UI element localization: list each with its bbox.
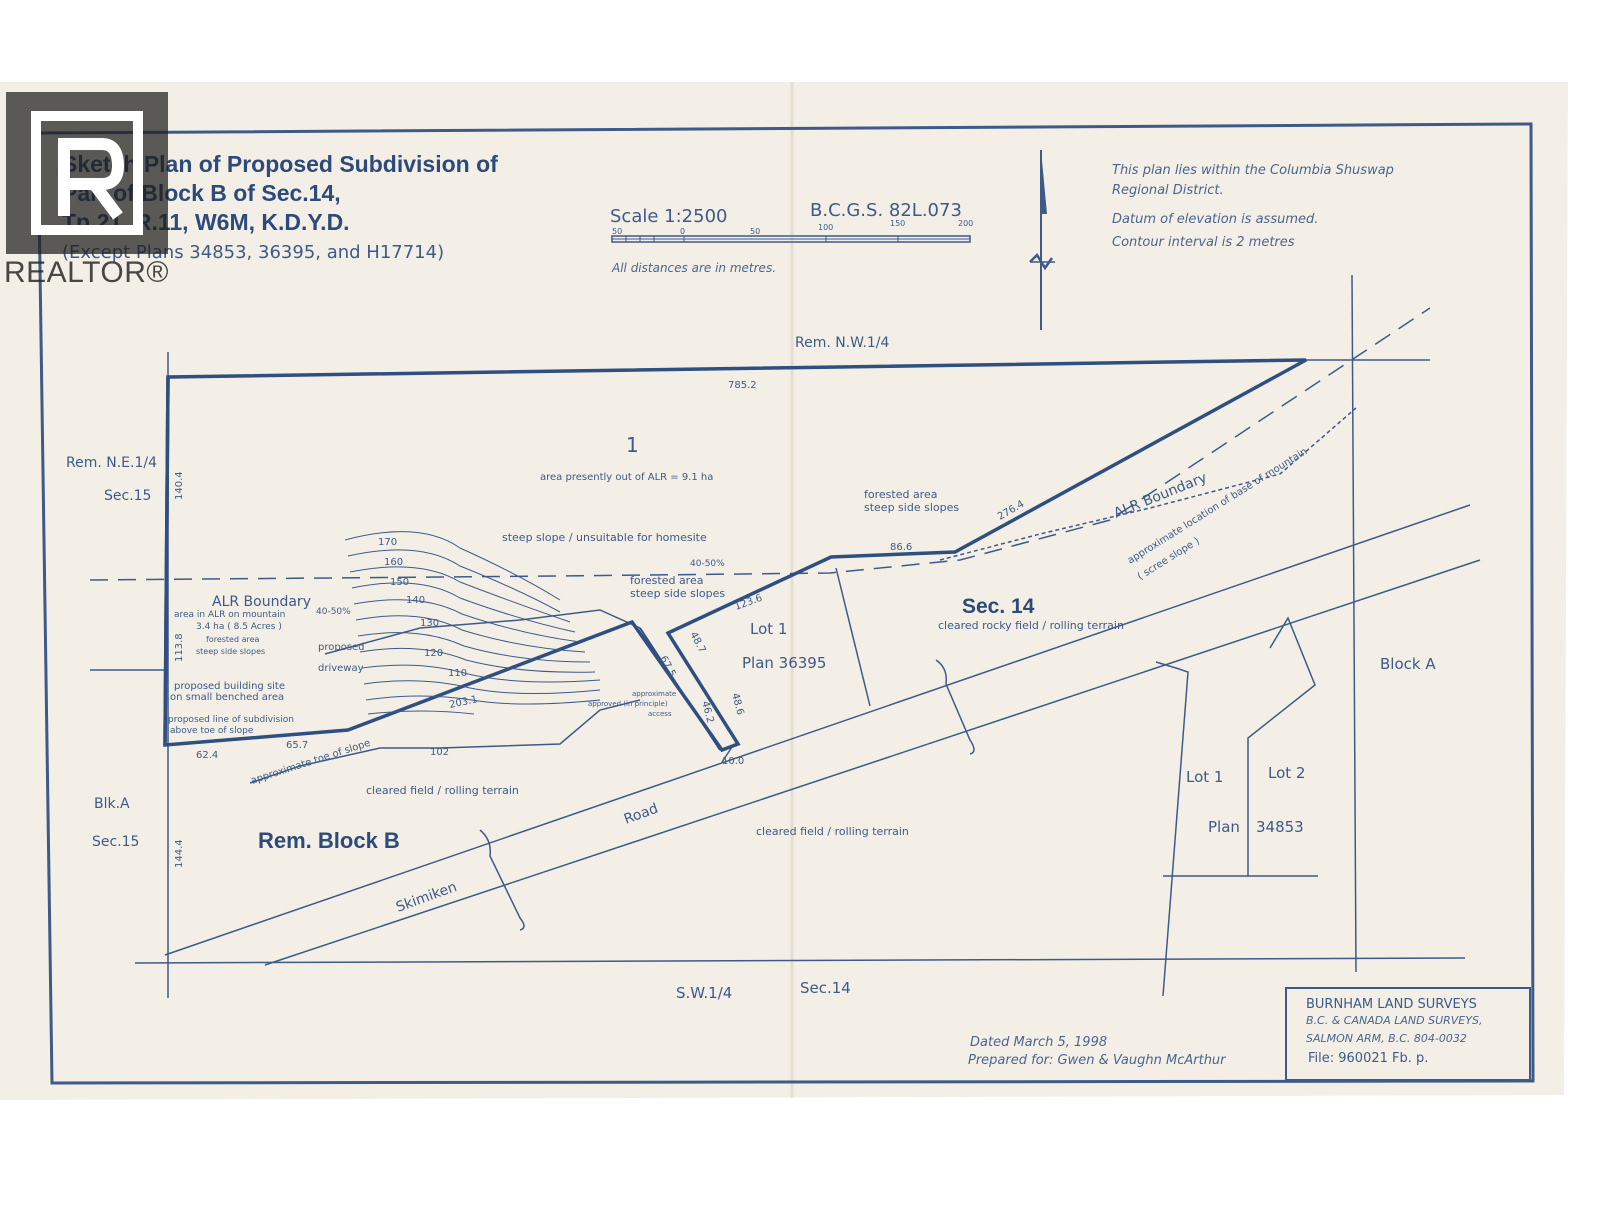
scale-bar [611, 235, 971, 243]
units-note: All distances are in metres. [611, 261, 776, 275]
section-lines [90, 274, 1481, 998]
note-forested-ne: forested area [864, 488, 937, 501]
dim-144: 144.4 [174, 839, 185, 868]
scale-tick-3: 50 [750, 227, 760, 236]
note-steep-mid: steep side slopes [630, 587, 725, 600]
note-pct-2: 40-50% [316, 607, 351, 617]
note-cleared-left: cleared field / rolling terrain [366, 784, 519, 797]
realtor-logo-icon [6, 92, 168, 254]
scale-tick-4: 100 [818, 223, 833, 232]
realtor-text: REALTOR® [4, 256, 170, 289]
label-alr-left: ALR Boundary [212, 594, 311, 610]
label-blk-a: Blk.A [94, 796, 130, 812]
contour-110: 110 [448, 668, 467, 679]
west-boundary [163, 376, 170, 746]
note-steep-slope: steep slope / unsuitable for homesite [502, 531, 707, 544]
title-block [1285, 987, 1531, 1081]
note-line-1: This plan lies within the Columbia Shusw… [1112, 163, 1394, 178]
label-plan-34853: 34853 [1256, 818, 1304, 836]
dim-86: 86.6 [890, 542, 912, 553]
footer-dated: Dated March 5, 1998 [970, 1035, 1107, 1050]
road-ticks [479, 659, 975, 931]
note-pct-1: 40-50% [690, 559, 725, 569]
scale-label: Scale 1:2500 [610, 206, 727, 227]
dim-102: 102 [430, 747, 449, 758]
footer-prepared: Prepared for: Gwen & Vaughn McArthur [968, 1053, 1227, 1068]
paper-sheet [0, 82, 1568, 1100]
realtor-watermark: REALTOR® [0, 88, 180, 298]
footer-company: BURNHAM LAND SURVEYS [1306, 997, 1477, 1012]
scale-tick-1: 50 [612, 227, 622, 236]
contour-150: 150 [390, 577, 409, 588]
dim-65: 65.7 [286, 740, 308, 751]
label-sec14-bottom: Sec.14 [800, 979, 851, 997]
note-area-out: area presently out of ALR = 9.1 ha [540, 472, 713, 483]
label-lot1-plan: Lot 1 [750, 620, 787, 638]
note-forested-l: forested area [206, 635, 260, 644]
label-lot1-right: Lot 1 [1186, 768, 1223, 786]
label-sec15-top: Sec.15 [104, 488, 151, 504]
scale-tick-2: 0 [680, 227, 685, 236]
note-line-2: Regional District. [1112, 183, 1224, 198]
dim-113: 113.8 [174, 633, 185, 662]
contour-160: 160 [384, 557, 403, 568]
dim-10: 10.0 [722, 756, 744, 767]
footer-company-2: B.C. & CANADA LAND SURVEYS, [1306, 1014, 1482, 1027]
contour-140: 140 [406, 595, 425, 606]
label-lot2-right: Lot 2 [1268, 764, 1305, 782]
label-rem-ne: Rem. N.E.1/4 [66, 455, 157, 471]
note-building-1: proposed building site [174, 681, 285, 692]
contour-lines [344, 531, 601, 715]
label-sec14: Sec. 14 [962, 595, 1035, 618]
north-arrow-icon [1029, 150, 1055, 330]
note-access-2: approved (in principle) [588, 700, 668, 708]
label-sec15-bottom: Sec.15 [92, 834, 139, 850]
note-area-in-alr: area in ALR on mountain [174, 610, 285, 620]
access-strip [639, 627, 721, 751]
note-steep-ne: steep side slopes [864, 501, 959, 514]
bcgs-label: B.C.G.S. 82L.073 [810, 200, 962, 221]
label-plan-36395: Plan 36395 [742, 654, 826, 672]
note-subdivision-2: above toe of slope [170, 726, 254, 736]
note-access-3: access [648, 710, 672, 718]
dim-785: 785.2 [728, 380, 757, 391]
contour-120: 120 [424, 648, 443, 659]
note-cleared-rocky: cleared rocky field / rolling terrain [938, 619, 1124, 632]
note-driveway: driveway [318, 663, 364, 674]
label-rem-nw: Rem. N.W.1/4 [795, 335, 889, 351]
map-frame [36, 122, 1535, 1085]
footer-file: File: 960021 Fb. p. [1308, 1051, 1428, 1066]
note-building-2: on small benched area [170, 692, 284, 703]
label-plan-right: Plan [1208, 818, 1240, 836]
scale-tick-5: 150 [890, 219, 905, 228]
note-steep-l: steep side slopes [196, 647, 265, 656]
footer-company-3: SALMON ARM, B.C. 804-0032 [1306, 1032, 1467, 1045]
label-block-a: Block A [1380, 655, 1436, 673]
note-line-4: Contour interval is 2 metres [1112, 235, 1295, 250]
contour-130: 130 [420, 618, 439, 629]
label-rem-block-b: Rem. Block B [258, 828, 400, 853]
dim-62: 62.4 [196, 750, 218, 761]
note-access-1: approximate [632, 690, 676, 698]
note-line-3: Datum of elevation is assumed. [1112, 212, 1318, 227]
label-sw: S.W.1/4 [676, 984, 732, 1002]
note-proposed: proposed [318, 642, 365, 653]
note-forested-mid: forested area [630, 574, 703, 587]
note-area-ha: 3.4 ha ( 8.5 Acres ) [196, 622, 282, 632]
subdivision-boundary [163, 358, 1307, 753]
contour-170: 170 [378, 537, 397, 548]
scale-tick-6: 200 [958, 219, 973, 228]
label-parcel-1: 1 [626, 433, 639, 457]
dim-140: 140.4 [174, 471, 185, 500]
note-subdivision-1: proposed line of subdivision [168, 715, 294, 725]
note-cleared-mid: cleared field / rolling terrain [756, 825, 909, 838]
